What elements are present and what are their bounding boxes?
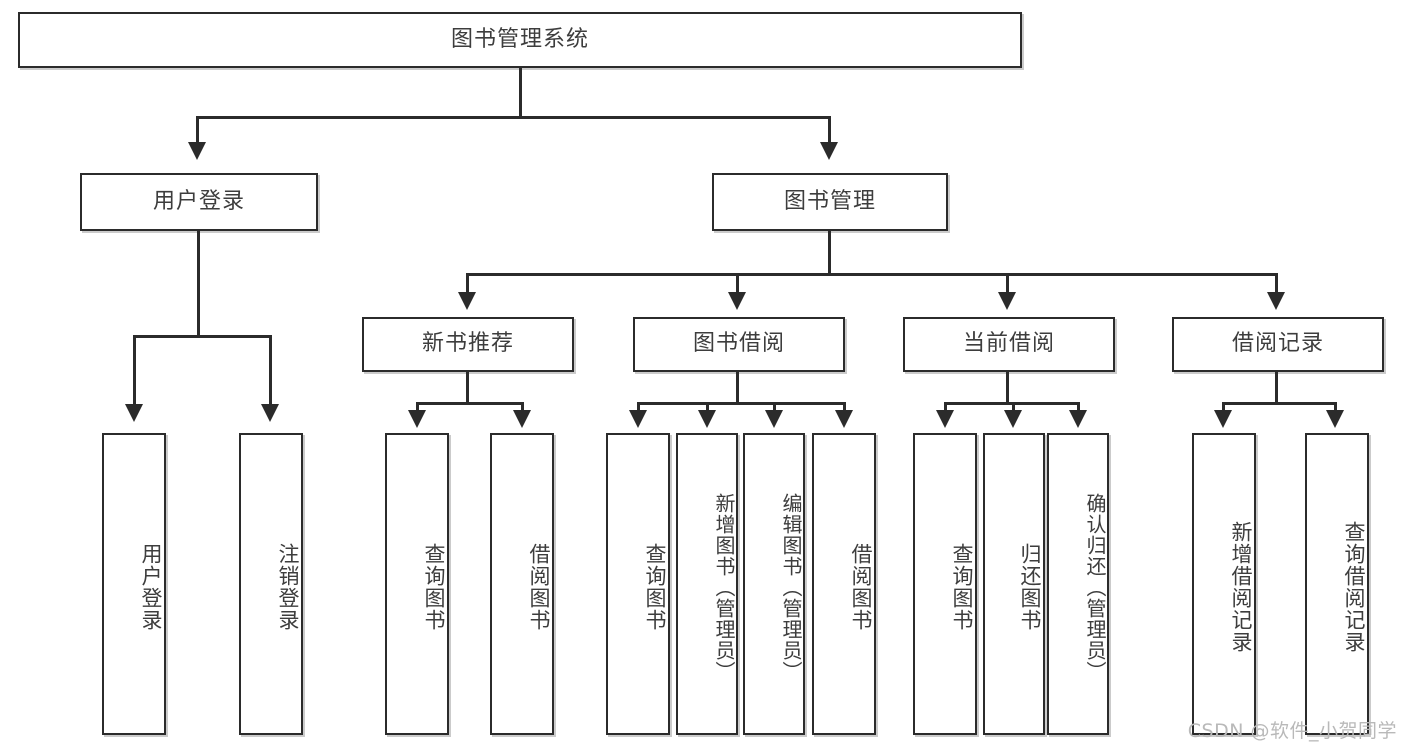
arrow-book-borrow-leaf-2 — [698, 410, 716, 428]
node-root[interactable]: 图书管理系统 — [18, 12, 1022, 68]
connector-user-login-bar — [133, 335, 272, 338]
leaf-query-record-label: 查询借阅记录 — [1342, 521, 1366, 653]
csdn-watermark: CSDN @软件_小贺同学 — [1187, 720, 1397, 742]
leaf-query-book-2-label: 查询图书 — [643, 543, 667, 631]
arrow-to-book-borrow — [728, 292, 746, 310]
leaf-return-book[interactable]: 归还图书 — [983, 433, 1045, 735]
connector-current-borrow-leaf-1 — [944, 402, 947, 414]
leaf-query-book-3[interactable]: 查询图书 — [913, 433, 977, 735]
arrow-current-borrow-leaf-3 — [1069, 410, 1087, 428]
connector-book-borrow-bar — [637, 402, 846, 405]
node-new-book-recommend-label: 新书推荐 — [421, 331, 514, 357]
leaf-add-record[interactable]: 新增借阅记录 — [1192, 433, 1256, 735]
arrow-book-borrow-leaf-3 — [765, 410, 783, 428]
leaf-logout-login-label: 注销登录 — [276, 543, 300, 631]
leaf-query-book-3-label: 查询图书 — [950, 543, 974, 631]
node-user-login[interactable]: 用户登录 — [80, 173, 318, 231]
node-book-borrow-label: 图书借阅 — [692, 331, 785, 357]
connector-book-borrow-leaf-2 — [706, 402, 709, 414]
leaf-query-record[interactable]: 查询借阅记录 — [1305, 433, 1369, 735]
arrow-new-book-recommend-leaf-2 — [513, 410, 531, 428]
connector-book-borrow-leaf-4 — [843, 402, 846, 414]
leaf-logout-login[interactable]: 注销登录 — [239, 433, 303, 735]
node-book-management-label: 图书管理 — [783, 188, 876, 214]
arrow-user-login-leaf-1 — [125, 404, 143, 422]
connector-new-book-recommend-stem — [466, 372, 469, 404]
connector-user-login-leaf-2 — [269, 335, 272, 408]
node-root-label: 图书管理系统 — [450, 26, 589, 52]
arrow-book-borrow-leaf-4 — [835, 410, 853, 428]
arrow-current-borrow-leaf-2 — [1004, 410, 1022, 428]
connector-book-borrow-stem — [736, 372, 739, 404]
arrow-root-to-user-login — [188, 142, 206, 160]
arrow-borrow-record-leaf-2 — [1326, 410, 1344, 428]
arrow-current-borrow-leaf-1 — [936, 410, 954, 428]
connector-borrow-record-bar — [1222, 402, 1337, 405]
leaf-add-book[interactable]: 新增图书（管理员） — [676, 433, 738, 735]
leaf-borrow-book-1[interactable]: 借阅图书 — [490, 433, 554, 735]
connector-to-borrow-record — [1275, 273, 1278, 295]
leaf-confirm-return-label: 确认归还（管理员） — [1083, 492, 1107, 682]
connector-user-login-stem — [197, 231, 200, 337]
node-book-borrow[interactable]: 图书借阅 — [633, 317, 845, 372]
connector-root-bar — [196, 116, 831, 119]
arrow-to-new-book-recommend — [458, 292, 476, 310]
node-current-borrow-label: 当前借阅 — [962, 331, 1055, 357]
leaf-add-record-label: 新增借阅记录 — [1229, 521, 1253, 653]
connector-root-to-user-login — [196, 116, 199, 146]
connector-to-new-book-recommend — [466, 273, 469, 295]
connector-borrow-record-leaf-1 — [1222, 402, 1225, 414]
connector-current-borrow-leaf-3 — [1077, 402, 1080, 414]
arrow-book-borrow-leaf-1 — [629, 410, 647, 428]
connector-root-to-book-management — [828, 116, 831, 146]
leaf-add-book-label: 新增图书（管理员） — [712, 492, 736, 682]
leaf-borrow-book-1-label: 借阅图书 — [527, 543, 551, 631]
leaf-borrow-book-2[interactable]: 借阅图书 — [812, 433, 876, 735]
arrow-to-borrow-record — [1267, 292, 1285, 310]
node-borrow-record[interactable]: 借阅记录 — [1172, 317, 1384, 372]
node-book-management[interactable]: 图书管理 — [712, 173, 948, 231]
connector-user-login-leaf-1 — [133, 335, 136, 408]
connector-root-stem — [519, 68, 522, 116]
arrow-root-to-book-management — [820, 142, 838, 160]
connector-new-book-recommend-leaf-1 — [416, 402, 419, 414]
node-borrow-record-label: 借阅记录 — [1231, 331, 1324, 357]
connector-borrow-record-leaf-2 — [1334, 402, 1337, 414]
arrow-borrow-record-leaf-1 — [1214, 410, 1232, 428]
connector-new-book-recommend-leaf-2 — [521, 402, 524, 414]
connector-to-book-borrow — [736, 273, 739, 295]
connector-level3-bar — [466, 273, 1278, 276]
connector-new-book-recommend-bar — [416, 402, 524, 405]
connector-current-borrow-stem — [1006, 372, 1009, 404]
connector-to-current-borrow — [1006, 273, 1009, 295]
leaf-return-book-label: 归还图书 — [1018, 543, 1042, 631]
leaf-query-book-1[interactable]: 查询图书 — [385, 433, 449, 735]
leaf-edit-book[interactable]: 编辑图书（管理员） — [743, 433, 805, 735]
leaf-user-login[interactable]: 用户登录 — [102, 433, 166, 735]
leaf-user-login-label: 用户登录 — [139, 543, 163, 631]
arrow-user-login-leaf-2 — [261, 404, 279, 422]
connector-book-borrow-leaf-1 — [637, 402, 640, 414]
connector-borrow-record-stem — [1275, 372, 1278, 404]
arrow-to-current-borrow — [998, 292, 1016, 310]
node-new-book-recommend[interactable]: 新书推荐 — [362, 317, 574, 372]
connector-book-management-stem — [828, 231, 831, 275]
node-user-login-label: 用户登录 — [152, 188, 245, 214]
leaf-borrow-book-2-label: 借阅图书 — [849, 543, 873, 631]
leaf-query-book-2[interactable]: 查询图书 — [606, 433, 670, 735]
leaf-edit-book-label: 编辑图书（管理员） — [779, 492, 803, 682]
node-current-borrow[interactable]: 当前借阅 — [903, 317, 1115, 372]
arrow-new-book-recommend-leaf-1 — [408, 410, 426, 428]
leaf-confirm-return[interactable]: 确认归还（管理员） — [1047, 433, 1109, 735]
leaf-query-book-1-label: 查询图书 — [422, 543, 446, 631]
connector-book-borrow-leaf-3 — [773, 402, 776, 414]
connector-current-borrow-leaf-2 — [1012, 402, 1015, 414]
